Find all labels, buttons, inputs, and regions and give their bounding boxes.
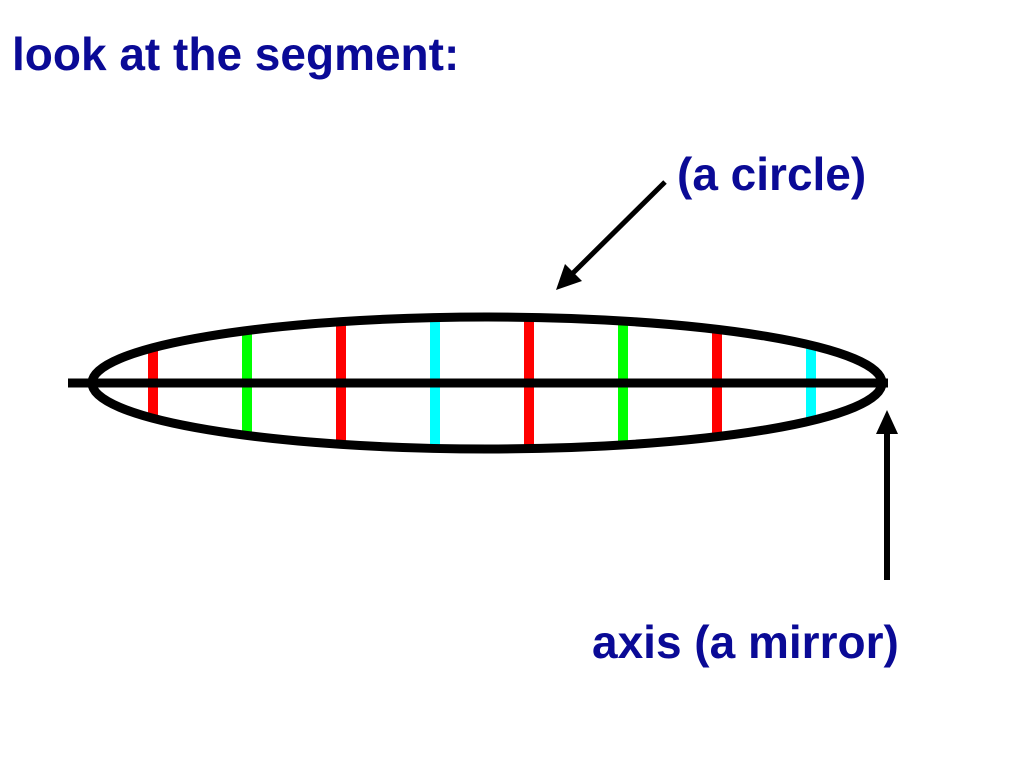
circle-outline <box>87 312 887 454</box>
circle-label: (a circle) <box>677 148 867 200</box>
slide-title: look at the segment: <box>12 28 460 80</box>
circle-pointer-arrow <box>556 180 667 290</box>
axis-pointer-arrow <box>876 410 898 580</box>
axis-label: axis (a mirror) <box>592 616 899 668</box>
